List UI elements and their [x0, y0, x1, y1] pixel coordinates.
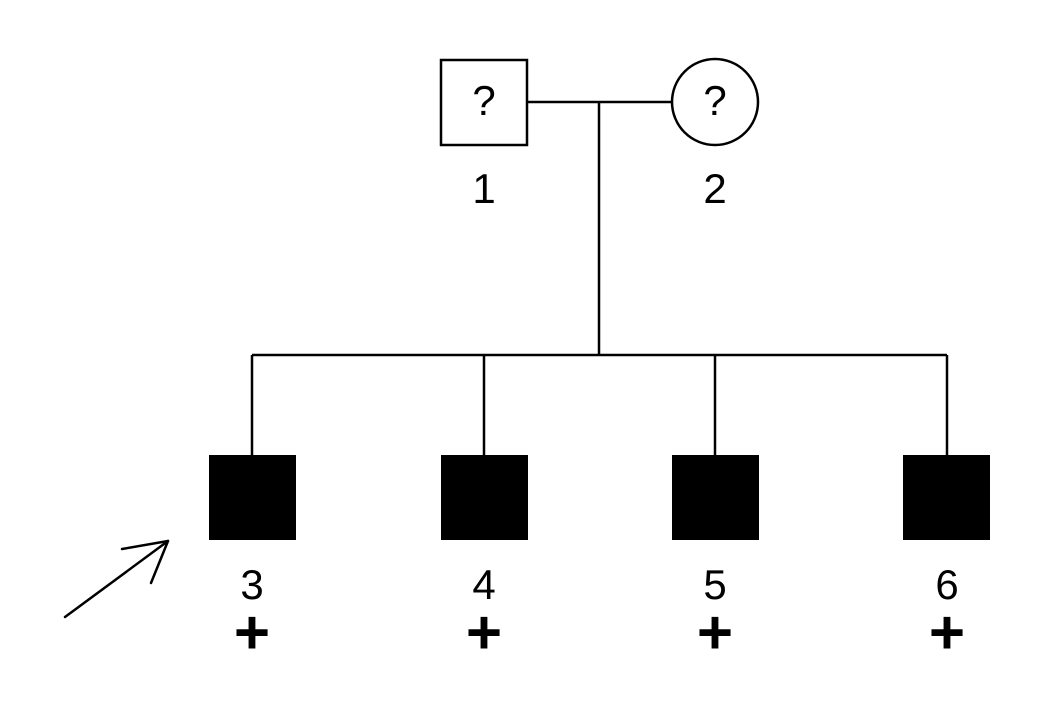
affected-male-symbol	[672, 455, 759, 540]
individual-id-label: 2	[703, 165, 726, 212]
arrow-up-right-icon	[63, 539, 170, 619]
individual-id-label: 3	[240, 561, 263, 608]
individual-id-label: 5	[703, 561, 726, 608]
individual-id-label: 1	[472, 165, 495, 212]
affected-male-symbol	[441, 455, 528, 540]
individual-1: ? 1	[439, 58, 529, 212]
individual-2: ? 2	[670, 57, 760, 212]
status-plus-label: +	[929, 598, 965, 667]
status-plus-label: +	[697, 598, 733, 667]
female-symbol	[670, 57, 760, 147]
unknown-status-mark: ?	[703, 77, 726, 124]
individual-3: 3 +	[209, 455, 296, 667]
affected-male-symbol	[903, 455, 990, 540]
individual-5: 5 +	[672, 455, 759, 667]
status-plus-label: +	[234, 598, 270, 667]
affected-male-symbol	[209, 455, 296, 540]
male-symbol	[439, 58, 529, 147]
individual-6: 6 +	[903, 455, 990, 667]
pedigree-connectors	[250, 100, 949, 455]
status-plus-label: +	[466, 598, 502, 667]
individual-id-label: 4	[472, 561, 495, 608]
individual-id-label: 6	[935, 561, 958, 608]
unknown-status-mark: ?	[472, 77, 495, 124]
individual-4: 4 +	[441, 455, 528, 667]
